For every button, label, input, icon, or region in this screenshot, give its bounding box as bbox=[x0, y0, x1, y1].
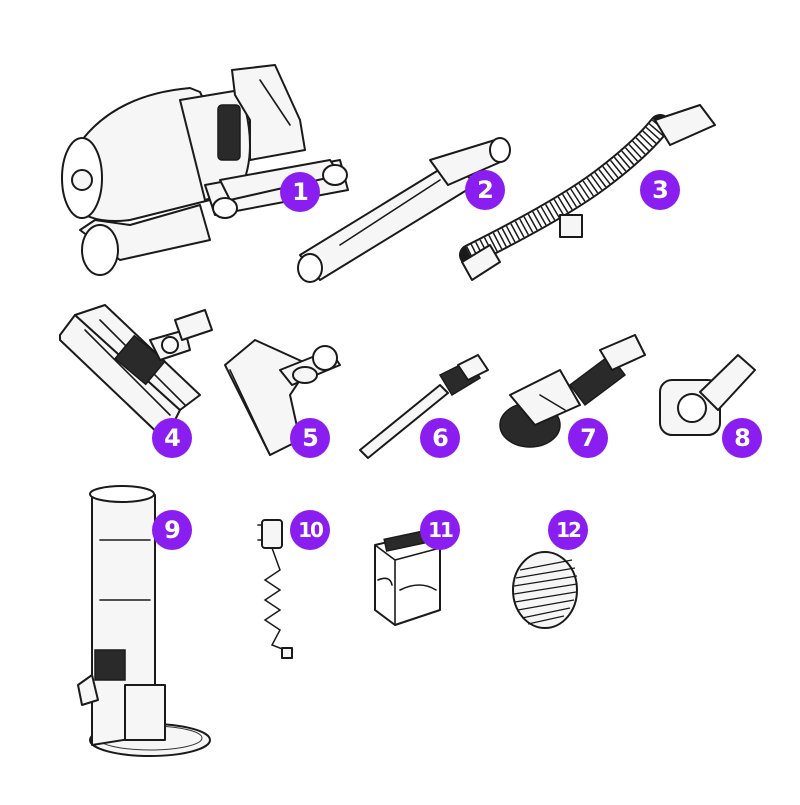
filter-cartridge-icon bbox=[374, 529, 441, 626]
wall-bracket-icon bbox=[659, 354, 756, 436]
dusting-brush-icon bbox=[499, 334, 646, 448]
round-filter-icon bbox=[512, 551, 578, 629]
power-adapter-icon bbox=[257, 519, 293, 659]
part-number-badge: 6 bbox=[420, 418, 460, 458]
extension-tube-icon bbox=[297, 137, 511, 283]
part-number-badge: 2 bbox=[465, 170, 505, 210]
part-number-badge: 11 bbox=[420, 510, 460, 550]
part-number-badge: 4 bbox=[152, 418, 192, 458]
part-number-badge: 10 bbox=[290, 510, 330, 550]
floor-brush-head-icon bbox=[59, 304, 213, 441]
flexible-hose-icon bbox=[459, 104, 716, 281]
crevice-tool-icon bbox=[359, 354, 489, 459]
handheld-vacuum-icon bbox=[61, 64, 349, 276]
part-number-badge: 3 bbox=[640, 170, 680, 210]
part-number-badge: 12 bbox=[548, 510, 588, 550]
part-number-badge: 5 bbox=[290, 418, 330, 458]
charging-dock-icon bbox=[77, 485, 211, 757]
mini-motor-head-icon bbox=[224, 339, 341, 456]
part-number-badge: 1 bbox=[280, 172, 320, 212]
part-number-badge: 7 bbox=[568, 418, 608, 458]
part-number-badge: 8 bbox=[722, 418, 762, 458]
part-number-badge: 9 bbox=[152, 510, 192, 550]
